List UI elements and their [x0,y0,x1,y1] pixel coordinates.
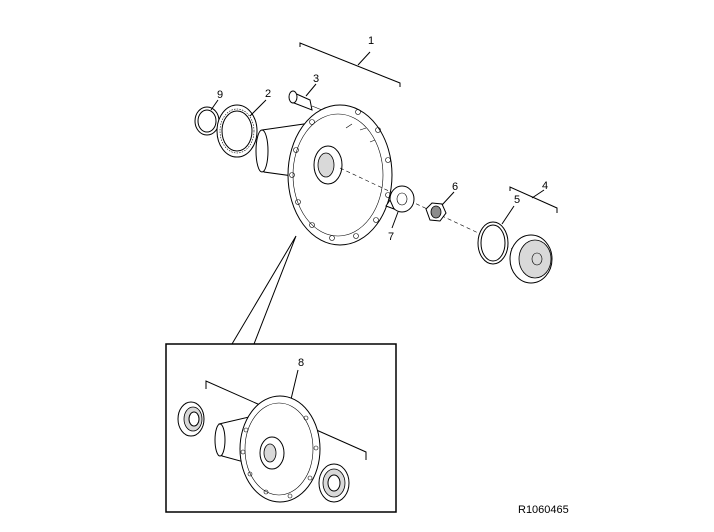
callout-1: 1 [368,35,374,47]
callout-5: 5 [514,194,520,206]
callout-2: 2 [265,88,271,100]
part-2-toothed-ring [216,104,258,158]
part-4-hub-cap [509,234,553,284]
callout-8: 8 [298,357,304,369]
part-8-bearing-detail [177,369,367,503]
detail-callout-lines [231,235,297,345]
leader-lines [210,42,558,229]
callout-9: 9 [217,89,223,101]
part-5-o-ring [477,221,509,265]
callout-7: 7 [388,231,394,243]
part-6-hub-nut [425,202,447,222]
part-7-lock-washer [385,185,415,213]
figure-reference-code: R1060465 [518,504,569,516]
callout-6: 6 [452,181,458,193]
part-3-wheel-stud [288,90,323,111]
part-9-circlip [194,106,220,136]
callout-3: 3 [313,73,319,85]
callout-4: 4 [542,180,548,192]
part-1-hub [255,104,393,246]
